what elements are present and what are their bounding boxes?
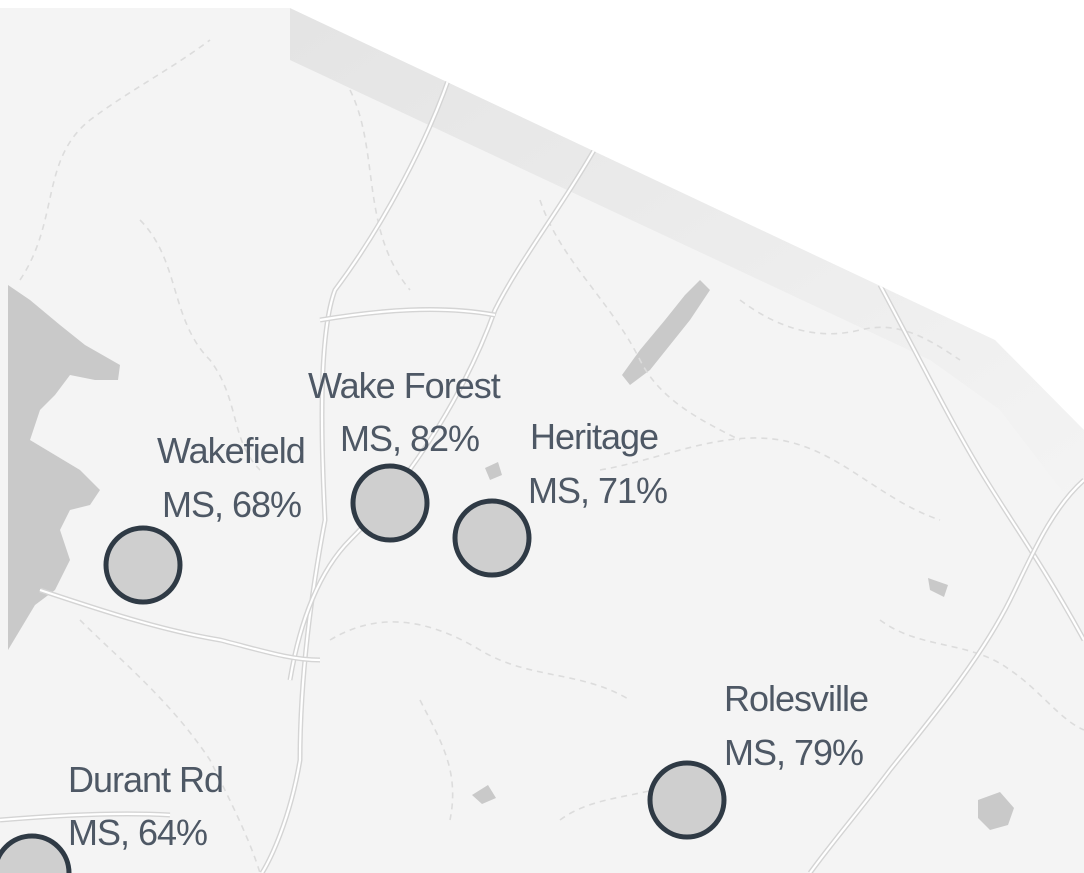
school-label-wakefield-detail: MS, 68% bbox=[162, 484, 301, 525]
school-marker-wakefield[interactable] bbox=[103, 525, 183, 605]
school-label-rolesville-name: Rolesville bbox=[724, 678, 868, 719]
school-label-heritage-name: Heritage bbox=[530, 416, 658, 457]
school-label-wake-forest-detail: MS, 82% bbox=[340, 418, 479, 459]
school-label-durant-rd-detail: MS, 64% bbox=[68, 812, 207, 853]
pond-2 bbox=[928, 578, 948, 597]
school-marker-durant-rd[interactable] bbox=[0, 833, 72, 873]
school-label-durant-rd-name: Durant Rd bbox=[68, 759, 223, 800]
boundary-shading bbox=[290, 8, 1084, 520]
school-label-rolesville-detail: MS, 79% bbox=[724, 732, 863, 773]
school-label-heritage-detail: MS, 71% bbox=[528, 470, 667, 511]
school-marker-heritage[interactable] bbox=[452, 498, 532, 578]
streams bbox=[19, 39, 1084, 873]
school-label-wake-forest-name: Wake Forest bbox=[308, 365, 501, 406]
school-markers bbox=[0, 463, 727, 873]
reservoir bbox=[622, 280, 710, 385]
roads bbox=[0, 59, 1084, 873]
school-marker-wake-forest[interactable] bbox=[350, 463, 430, 543]
school-labels: Wake Forest MS, 82% Wakefield MS, 68% He… bbox=[68, 365, 869, 853]
school-label-wakefield-name: Wakefield bbox=[157, 430, 305, 471]
pond-4 bbox=[472, 785, 496, 804]
lake bbox=[8, 285, 120, 650]
pond-3 bbox=[978, 792, 1014, 830]
land-area bbox=[0, 8, 1084, 873]
pond-1 bbox=[485, 462, 502, 480]
school-marker-rolesville[interactable] bbox=[647, 760, 727, 840]
